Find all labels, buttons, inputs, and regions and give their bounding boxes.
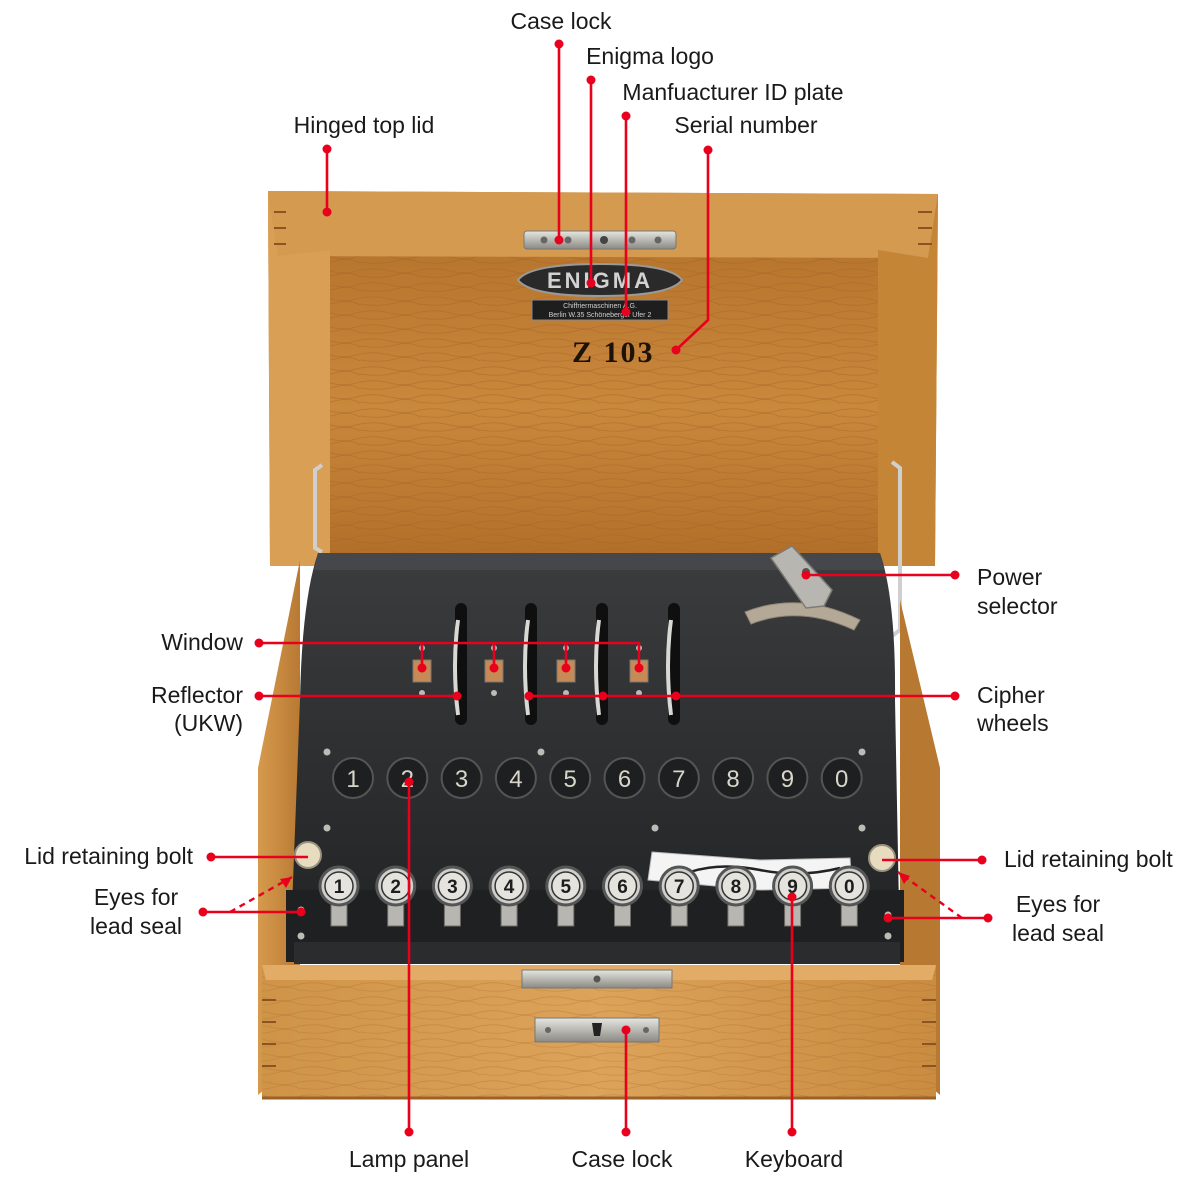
label-reflector-2: (UKW)	[174, 710, 243, 736]
lamp-0	[820, 757, 863, 799]
key-face-4	[494, 871, 524, 901]
label-case-lock-top: Case lock	[511, 8, 612, 34]
label-reflector-1: Reflector	[151, 682, 243, 708]
lamp-8	[712, 757, 755, 799]
lid-retaining-bolt-left	[294, 841, 322, 869]
label-power-2: selector	[977, 593, 1058, 619]
enigma-logo-badge: ENIGMA	[516, 262, 684, 298]
hinged-lid-rim	[268, 191, 938, 258]
top-case-lock	[523, 230, 677, 250]
bottom-case-lock	[521, 969, 673, 1043]
key-label-6: 6	[617, 877, 628, 898]
label-lid-bolt-left: Lid retaining bolt	[24, 843, 193, 869]
key-face-5	[551, 871, 581, 901]
lamp-label-7: 7	[672, 766, 685, 793]
lamp-6	[603, 757, 646, 799]
lamp-5	[549, 757, 592, 799]
label-serial-number: Serial number	[674, 112, 818, 138]
labels: Case lock Enigma logo Manfuacturer ID pl…	[24, 8, 1173, 1172]
label-eyes-right-1: Eyes for	[1016, 891, 1101, 917]
lamp-label-5: 5	[564, 766, 577, 793]
lamp-label-4: 4	[509, 766, 522, 793]
keyboard: 1 2 3 4 5 6 7 8 9 0	[318, 865, 870, 927]
key-face-7	[664, 871, 694, 901]
leader-lines	[203, 44, 988, 1132]
key-label-4: 4	[504, 877, 515, 898]
lid-retaining-bolt-right	[868, 844, 896, 872]
lid-stay-right	[890, 460, 902, 638]
lamp-9	[766, 757, 809, 799]
lamp-label-0: 0	[835, 766, 848, 793]
lamp-7	[657, 757, 700, 799]
label-hinged-lid: Hinged top lid	[294, 112, 435, 138]
key-label-5: 5	[561, 877, 572, 898]
label-case-lock-bottom: Case lock	[572, 1146, 673, 1172]
lamp-3	[440, 757, 483, 799]
label-cipher-1: Cipher	[977, 682, 1045, 708]
lamp-label-3: 3	[455, 766, 468, 793]
manufacturer-id-plate: Chiffriermaschinen A.G. Berlin W.35 Schö…	[531, 299, 669, 321]
key-face-0	[834, 871, 865, 901]
lamp-label-1: 1	[346, 766, 359, 793]
label-lamp-panel: Lamp panel	[349, 1146, 469, 1172]
lamp-1	[332, 757, 374, 799]
logo-text: ENIGMA	[547, 268, 653, 293]
serial-number-stamp: Z 103	[572, 336, 655, 369]
label-window: Window	[161, 629, 243, 655]
plate-line-1: Chiffriermaschinen A.G.	[563, 303, 637, 310]
key-face-6	[607, 871, 638, 901]
key-face-8	[721, 871, 751, 901]
key-label-8: 8	[731, 877, 742, 898]
key-label-0: 0	[844, 877, 855, 898]
key-face-1	[324, 871, 354, 901]
key-label-9: 9	[787, 877, 798, 898]
lamp-4	[494, 757, 537, 799]
label-enigma-logo: Enigma logo	[586, 43, 714, 69]
power-selector	[744, 545, 861, 631]
key-label-7: 7	[674, 877, 685, 898]
plate-line-2: Berlin W.35 Schöneberger Ufer 2	[549, 312, 652, 319]
key-label-2: 2	[390, 877, 401, 898]
label-keyboard: Keyboard	[745, 1146, 843, 1172]
label-eyes-right-2: lead seal	[1012, 920, 1104, 946]
lamp-label-8: 8	[726, 766, 739, 793]
label-eyes-left-2: lead seal	[90, 913, 182, 939]
key-face-3	[437, 871, 468, 901]
key-label-3: 3	[447, 877, 458, 898]
key-label-1: 1	[334, 877, 345, 898]
label-eyes-left-1: Eyes for	[94, 884, 179, 910]
lamp-label-6: 6	[618, 766, 631, 793]
label-id-plate: Manfuacturer ID plate	[622, 79, 843, 105]
lid-stay-left	[313, 463, 324, 554]
label-cipher-2: wheels	[976, 710, 1049, 736]
leader-dots	[198, 39, 993, 1137]
lamp-label-9: 9	[781, 766, 794, 793]
label-power-1: Power	[977, 564, 1043, 590]
label-lid-bolt-right: Lid retaining bolt	[1004, 846, 1173, 872]
